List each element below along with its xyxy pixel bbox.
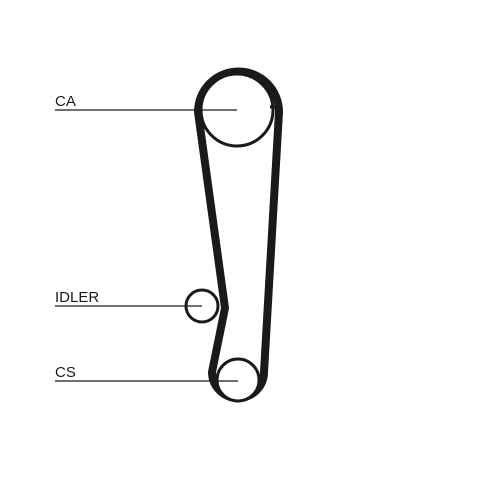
idler-label: IDLER bbox=[55, 289, 99, 306]
camshaft-label: CA bbox=[55, 93, 76, 110]
crankshaft-label: CS bbox=[55, 364, 76, 381]
crankshaft-pulley bbox=[215, 357, 261, 403]
